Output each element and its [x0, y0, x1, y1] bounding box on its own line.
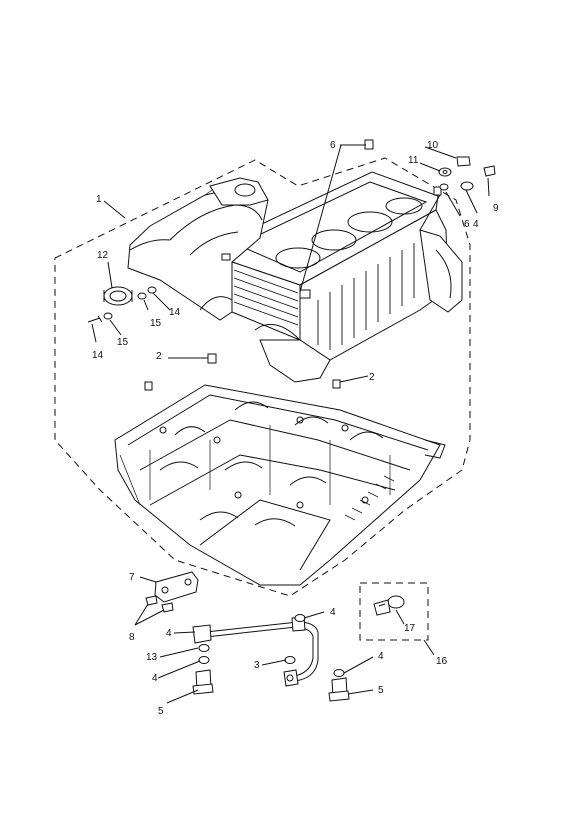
lower-crankcase — [114, 384, 446, 586]
callout-5-left: 5 — [158, 706, 164, 717]
drain-plug-part-17 — [373, 595, 405, 616]
fasteners-9-10-11-4 — [438, 156, 496, 191]
dowel-part-6-right — [433, 186, 442, 196]
callout-4-top-right: 4 — [473, 219, 479, 230]
callout-14-right: 14 — [169, 307, 181, 318]
bolts-part-8 — [145, 595, 174, 613]
assembly-boundary-outline — [54, 157, 471, 597]
callout-5-right: 5 — [378, 685, 384, 696]
dowel-part-2-left — [207, 353, 217, 364]
washer-part-4-right — [333, 669, 345, 677]
callout-4-pipe-top: 4 — [330, 607, 336, 618]
callout-14-left: 14 — [92, 350, 104, 361]
callout-2-left: 2 — [156, 351, 162, 362]
bracket-part-7 — [154, 571, 199, 603]
callout-labels: 1 2 2 3 4 4 4 4 4 5 5 6 6 7 8 9 10 11 12… — [92, 140, 499, 717]
drain-plug-kit-box-16 — [359, 582, 429, 641]
callout-4-lower-left: 4 — [152, 673, 158, 684]
callout-10: 10 — [427, 140, 439, 151]
callout-2-right: 2 — [369, 372, 375, 383]
callout-3: 3 — [254, 660, 260, 671]
banjo-bolt-part-5-right — [328, 677, 350, 702]
callout-6-top: 6 — [330, 140, 336, 151]
callout-8: 8 — [129, 632, 135, 643]
callout-12: 12 — [97, 250, 109, 261]
oring-part-3 — [284, 656, 296, 664]
callout-9: 9 — [493, 203, 499, 214]
oil-seal-part-12 — [103, 286, 133, 306]
washer-part-4-left — [198, 656, 210, 664]
dowel-part-2-right — [332, 379, 341, 389]
callout-11: 11 — [408, 155, 419, 166]
oil-feed-pipe — [192, 616, 319, 687]
upper-crankcase — [127, 171, 463, 383]
dowel-part-2-mid — [144, 381, 153, 391]
washer-part-4-top — [294, 614, 306, 622]
bolt-washer-set-14-15 — [87, 286, 157, 323]
callout-1: 1 — [96, 194, 102, 205]
callout-6-right: 6 — [464, 219, 470, 230]
callout-15-left: 15 — [117, 337, 129, 348]
callout-4-lower-right: 4 — [378, 651, 384, 662]
callout-13: 13 — [146, 652, 158, 663]
callout-4-pipe-left: 4 — [166, 628, 172, 639]
leader-lines — [91, 144, 490, 704]
callout-7: 7 — [129, 572, 135, 583]
dowel-part-6 — [364, 139, 374, 150]
callout-15-right: 15 — [150, 318, 162, 329]
callout-17: 17 — [404, 623, 416, 634]
washer-part-13 — [198, 644, 210, 652]
callout-16: 16 — [436, 656, 448, 667]
